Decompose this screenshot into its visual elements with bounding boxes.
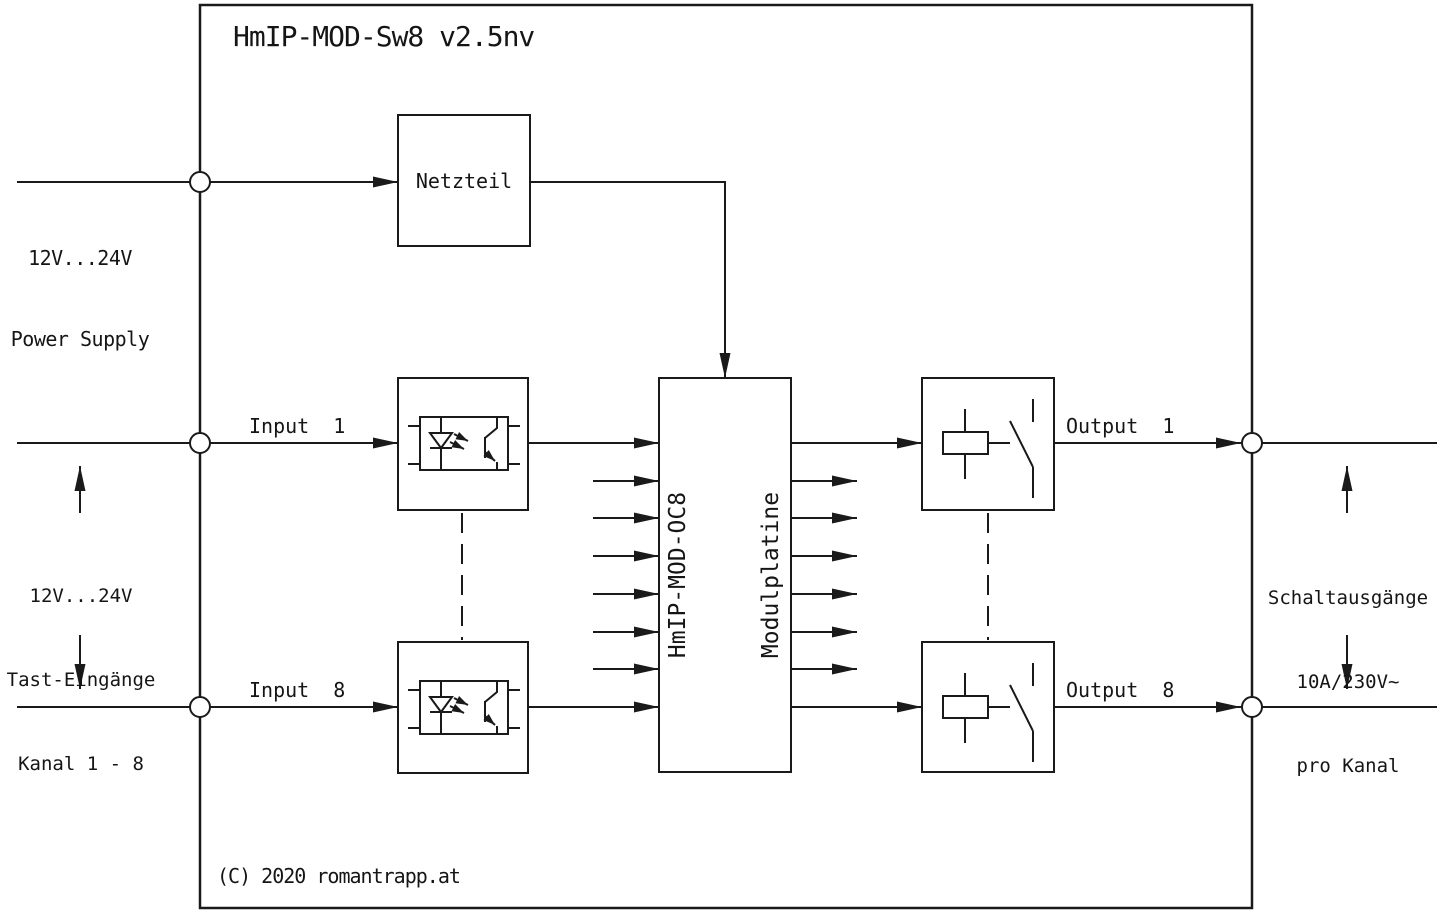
light-arrow-icon [449,440,465,450]
inputs-range-channels: Kanal 1 - 8 [18,753,144,775]
module-name: HmIP-MOD-OC8 [665,491,692,659]
relay-icon [942,663,1034,762]
inputs-range-name: Tast-Eingänge [6,669,156,691]
netzteil-to-module-line [530,181,731,378]
relay-1-box [921,377,1055,511]
output-1-node-icon [1241,432,1263,454]
output-8-label: Output 8 [1066,678,1175,702]
output-8-node-icon [1241,696,1263,718]
input-8-label: Input 8 [249,678,346,702]
input-1-node-icon [189,432,211,454]
power-node-icon [189,171,211,193]
light-arrow-icon [453,432,469,442]
power-supply-name: Power Supply [10,327,150,351]
module-label: HmIP-MOD-OC8 Modulplatine [659,378,791,772]
inputs-range-rating: 12V...24V [29,585,133,607]
optocoupler-8-box [397,641,529,774]
optocoupler-icon [408,680,520,735]
input-1-label: Input 1 [249,414,346,438]
relay-icon [942,399,1034,498]
module-board: Modulplatine [758,491,785,659]
module-input-arrows [593,475,659,675]
junction-nodes [189,171,1263,718]
inputs-range-label: 12V...24V Tast-Eingänge Kanal 1 - 8 [0,526,162,834]
diagram-title: HmIP-MOD-Sw8 v2.5nv [233,20,535,53]
netzteil-label: Netzteil [415,168,513,193]
copyright-text: (C) 2020 romantrapp.at [217,864,461,888]
module-box [658,377,792,773]
outputs-range-name: Schaltausgänge [1267,587,1429,609]
input-8-node-icon [189,696,211,718]
power-supply-label: 12V...24V Power Supply [5,191,155,407]
relay-8-box [921,641,1055,773]
optocoupler-icon [408,416,520,471]
netzteil-box [397,114,531,247]
light-arrow-icon [449,704,465,714]
power-supply-rating: 12V...24V [28,246,132,270]
output-1-label: Output 1 [1066,414,1175,438]
outputs-range-channels: pro Kanal [1296,755,1400,777]
module-output-arrows [791,475,857,675]
module-frame [198,3,1254,910]
light-arrow-icon [453,696,469,706]
outputs-range-rating: 10A/230V~ [1296,671,1400,693]
outputs-range-label: Schaltausgänge 10A/230V~ pro Kanal [1258,528,1438,836]
optocoupler-1-box [397,377,529,511]
